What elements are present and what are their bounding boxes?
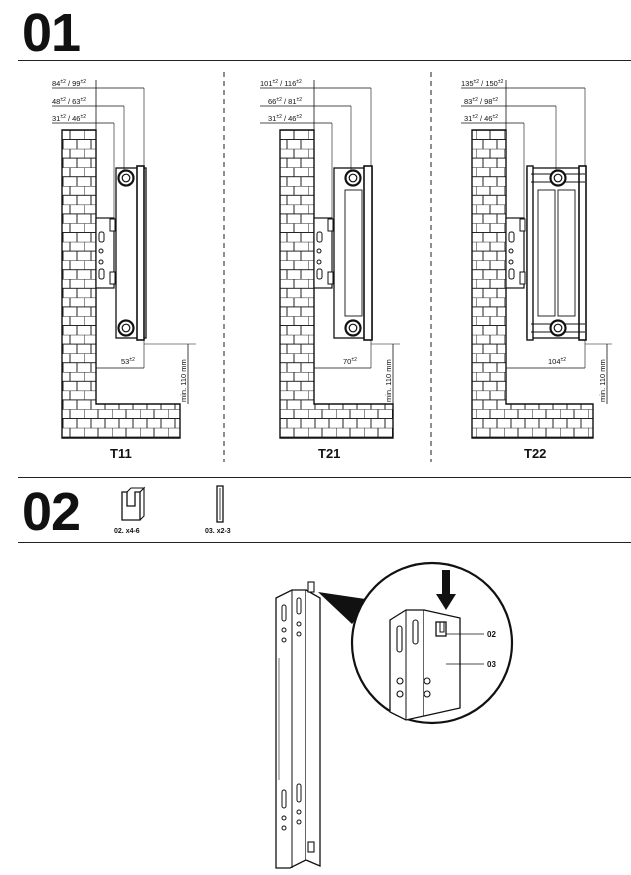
step-2-bottom-divider <box>18 542 631 543</box>
clip-icon <box>121 491 141 521</box>
panel-t22: 135±2 / 150±2 83±2 / 98±2 31±2 / 46±2 10… <box>461 79 612 461</box>
mounting-rail <box>275 581 321 869</box>
dim-depth-bracket: 31±2 / 46±2 <box>268 114 302 123</box>
model-label-t22: T22 <box>524 446 546 461</box>
part-02-bracket-clip: 02. x4-6 <box>114 486 146 535</box>
dim-min-floor: min. 110 mm <box>598 359 607 402</box>
radiator-panel <box>526 167 586 339</box>
down-arrow-icon <box>442 570 450 596</box>
dim-bottom: 70±2 <box>343 357 357 366</box>
model-label-t11: T11 <box>110 446 132 461</box>
dim-depth-centre: 83±2 / 98±2 <box>464 97 498 106</box>
step-2-top-divider <box>18 477 631 478</box>
model-label-t21: T21 <box>318 446 340 461</box>
detail-zoom-circle: 02 03 <box>350 561 514 725</box>
dim-min-floor: min. 110 mm <box>179 359 188 402</box>
step-1-divider <box>18 60 631 61</box>
dim-depth-bracket: 31±2 / 46±2 <box>52 114 86 123</box>
dim-depth-total: 101±2 / 116±2 <box>260 79 302 88</box>
panel-t21: 101±2 / 116±2 66±2 / 81±2 31±2 / 46±2 70… <box>260 79 400 461</box>
dim-depth-bracket: 31±2 / 46±2 <box>464 114 498 123</box>
panel-t11: 84±2 / 99±2 48±2 / 63±2 31±2 / 46±2 53±2… <box>52 79 196 461</box>
callout-02: 02 <box>487 630 496 639</box>
dim-depth-centre: 66±2 / 81±2 <box>268 97 302 106</box>
part-03-label: 03. x2-3 <box>205 528 231 535</box>
part-02-label: 02. x4-6 <box>114 528 140 535</box>
dim-bottom: 104±2 <box>548 357 566 366</box>
part-03-rail: 03. x2-3 <box>205 485 231 535</box>
step-2-number: 02 <box>22 482 81 542</box>
dim-min-floor: min. 110 mm <box>384 359 393 402</box>
callout-03: 03 <box>487 660 496 669</box>
dim-depth-total: 135±2 / 150±2 <box>461 79 504 88</box>
step-1-number: 01 <box>22 3 81 63</box>
dim-bottom: 53±2 <box>121 357 135 366</box>
dim-depth-centre: 48±2 / 63±2 <box>52 97 86 106</box>
dim-depth-total: 84±2 / 99±2 <box>52 79 86 88</box>
